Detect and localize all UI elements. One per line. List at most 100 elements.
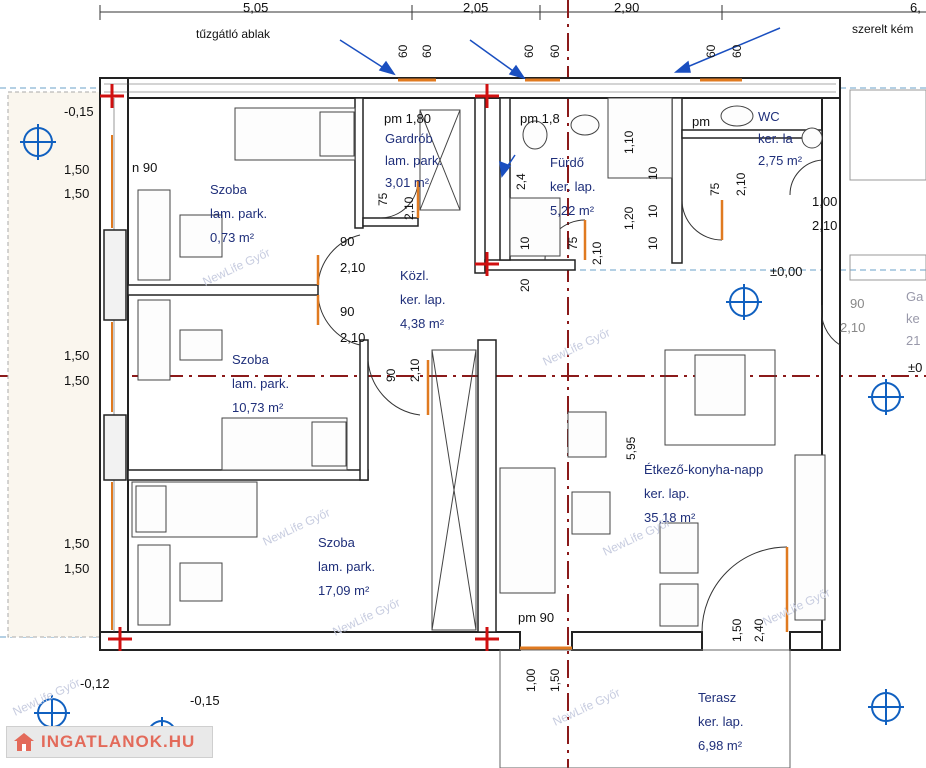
top-windows [398, 78, 742, 650]
dim-10d: 10 [646, 236, 660, 250]
room-furdo: Fürdő ker. lap. 5,22 m² [550, 151, 596, 223]
left-dim-5: 1,50 [64, 536, 90, 551]
room-area: 0,73 m² [210, 230, 255, 245]
room-name: Közl. [400, 268, 429, 283]
dim-top-4: 6, [910, 0, 921, 15]
dim-2-4: 2,4 [514, 173, 528, 190]
window-dim-3: 60 [522, 44, 536, 58]
dim-150: 1,50 [730, 618, 744, 642]
door-dim-9: 75 [566, 236, 580, 250]
room-floor: ker. lap. [550, 179, 596, 194]
room-area: 35,18 m² [644, 510, 696, 525]
room-area: 10,73 m² [232, 400, 284, 415]
left-dim-4: 1,50 [64, 373, 90, 388]
room-floor: ker. la [758, 131, 793, 146]
room-name: Ga [906, 289, 924, 304]
level-bottom-mid: -0,15 [190, 693, 220, 708]
dim-595: 5,95 [624, 436, 638, 460]
room-floor: ker. lap. [698, 714, 744, 729]
room-floor: lam. park. [318, 559, 376, 574]
level-top-left: -0,15 [64, 104, 94, 119]
door-leaves [316, 180, 789, 632]
pm-gardrob: pm 1,80 [384, 111, 431, 126]
room-garage: Ga ke 21 [906, 286, 923, 352]
door-dim-13: 1,00 [812, 194, 838, 209]
door-dim-10: 2,10 [590, 241, 604, 265]
room-etkezo: Étkező-konyha-napp ker. lap. 35,18 m² [644, 458, 763, 530]
dim-150b: 1,50 [548, 668, 562, 692]
dim-10b: 10 [646, 166, 660, 180]
room-area: 6,98 m² [698, 738, 743, 753]
dim-20: 20 [518, 278, 532, 292]
door-dim-7: 75 [376, 192, 390, 206]
room-floor: lam. park. [232, 376, 290, 391]
left-dim-1: 1,50 [64, 162, 90, 177]
room-name: Szoba [232, 352, 269, 367]
room-area: 2,75 m² [758, 153, 803, 168]
room-area: 21 [906, 333, 921, 348]
room-area: 5,22 m² [550, 203, 595, 218]
top-dimension-lines [99, 5, 926, 20]
room-area: 3,01 m² [385, 175, 430, 190]
door-dim-5: 90 [384, 368, 398, 382]
room-floor: ker. lap. [644, 486, 690, 501]
right-structure [849, 89, 926, 281]
dim-n90: n 90 [132, 160, 158, 175]
left-dim-6: 1,50 [64, 561, 90, 576]
level-zero: ±0,00 [770, 264, 803, 279]
ingatlanok-logo[interactable]: INGATLANOK.HU [6, 726, 213, 758]
door-swings [317, 159, 841, 633]
door-dim-14: 2,10 [812, 218, 838, 233]
room-terasz: Terasz ker. lap. 6,98 m² [698, 686, 744, 758]
annotation-arrows [339, 27, 781, 178]
house-icon [14, 733, 34, 751]
room-wc: WC ker. la 2,75 m² [758, 106, 802, 172]
furniture [131, 97, 826, 627]
door-dim-12: 2,10 [734, 172, 748, 196]
pm-furdo: pm 1,8 [520, 111, 560, 126]
room-floor: lam. park. [210, 206, 268, 221]
fire-window-label: tűzgátló ablak [196, 27, 271, 41]
door-dim-4: 2,10 [340, 330, 366, 345]
left-terrace [7, 91, 101, 638]
dim-10c: 10 [646, 204, 660, 218]
left-dim-3: 1,50 [64, 348, 90, 363]
door-dim-2: 2,10 [340, 260, 366, 275]
room-szoba-1: Szoba lam. park. 0,73 m² [210, 178, 267, 250]
wardrobe-cabinet [419, 109, 477, 631]
pm-bottom: pm 90 [518, 610, 555, 625]
dim-top-2: 2,05 [463, 0, 489, 15]
terrace [499, 649, 791, 768]
left-dim-2: 1,50 [64, 186, 90, 201]
dim-10a: 10 [518, 236, 532, 250]
room-gardrob: Gardrób lam. park. 3,01 m² [385, 128, 442, 194]
room-name: WC [758, 109, 780, 124]
interior-walls [127, 97, 823, 633]
room-floor: ker. lap. [400, 292, 446, 307]
room-name: Szoba [210, 182, 247, 197]
window-dim-1: 60 [396, 44, 410, 58]
window-dim-2: 60 [420, 44, 434, 58]
dim-120: 1,20 [622, 206, 636, 230]
door-dim-8: 2,10 [402, 196, 416, 220]
dim-110: 1,10 [622, 130, 636, 154]
door-dim-1: 90 [340, 234, 355, 249]
room-kozl: Közl. ker. lap. 4,38 m² [400, 264, 446, 336]
window-dim-5: 60 [704, 44, 718, 58]
dim-top-1: 5,05 [243, 0, 269, 15]
column-markers [100, 84, 499, 651]
dim-100b: 1,00 [524, 668, 538, 692]
room-name: Gardrób [385, 131, 433, 146]
chimney-label: szerelt kém [852, 22, 914, 36]
level-zero-right: ±0 [908, 360, 923, 375]
room-szoba-3: Szoba lam. park. 17,09 m² [318, 531, 375, 603]
room-floor: lam. park. [385, 153, 443, 168]
room-name: Szoba [318, 535, 355, 550]
wall-hatch [104, 83, 836, 632]
door-dim-11: 75 [708, 182, 722, 196]
room-name: Terasz [698, 690, 737, 705]
door-dim-3: 90 [340, 304, 355, 319]
room-area: 17,09 m² [318, 583, 370, 598]
